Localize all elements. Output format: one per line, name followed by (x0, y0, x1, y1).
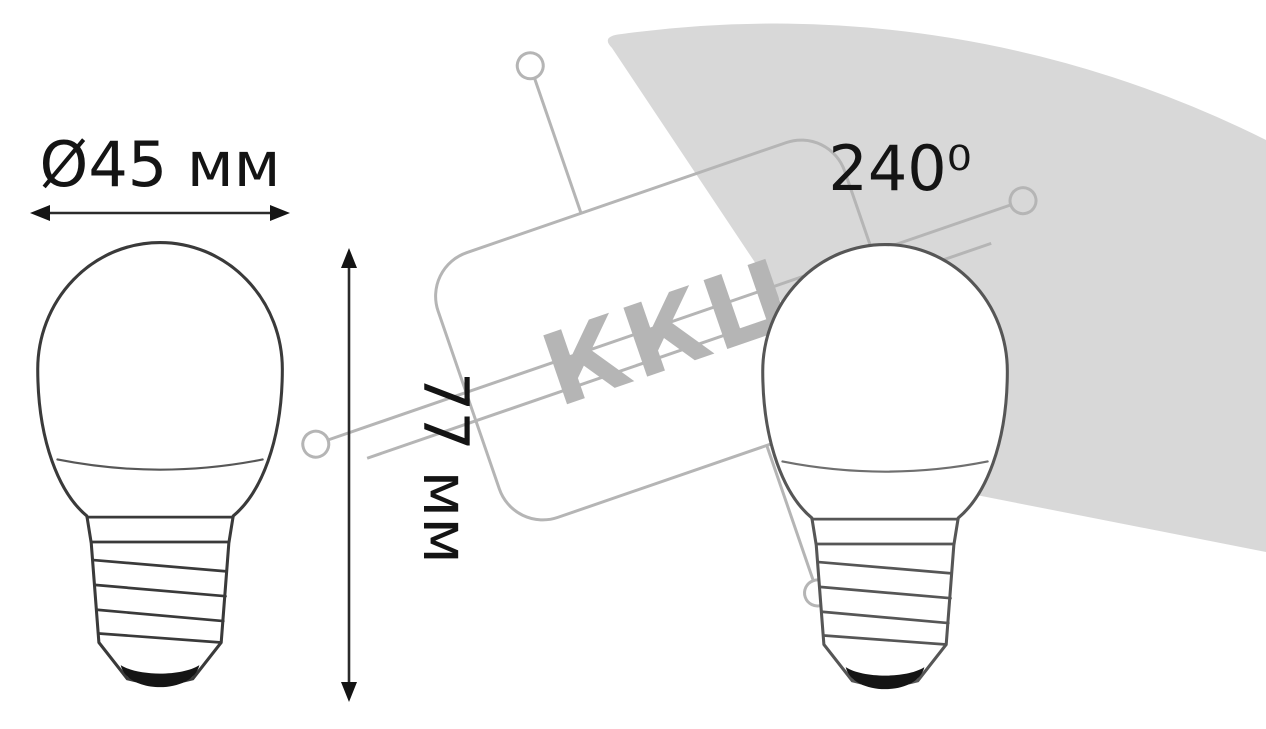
height-dimension-arrow (341, 248, 357, 702)
bulb-left-drawing (36, 240, 284, 689)
beam-angle-label: 240⁰ (828, 132, 971, 205)
watermark-lead-line (765, 444, 815, 581)
diameter-label: Ø45 мм (40, 128, 281, 201)
diameter-dimension-arrow (30, 205, 290, 221)
watermark-terminal-circle (515, 51, 545, 81)
watermark-terminal-circle (301, 429, 331, 459)
watermark-terminal-circle (1008, 186, 1038, 216)
watermark-lead-line (533, 78, 583, 214)
height-label: 77 мм (409, 372, 482, 564)
bulb-right-drawing (761, 242, 1009, 691)
